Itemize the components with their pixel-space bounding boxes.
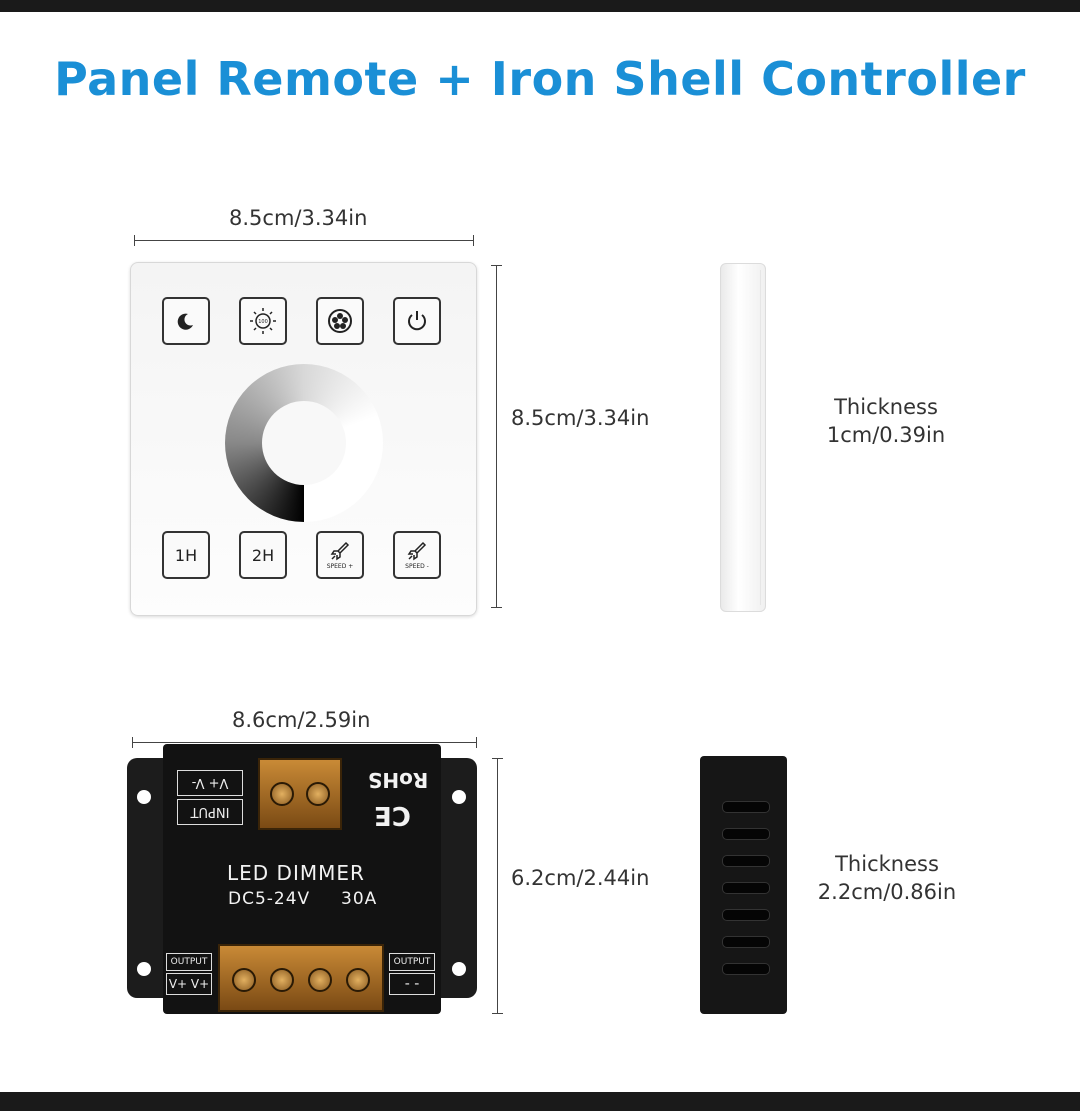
panel-thickness-value: 1cm/0.39in [826, 423, 946, 447]
terminal-screw [308, 968, 332, 992]
color-temperature-ring [225, 364, 383, 522]
timer-1h-button: 1H [162, 531, 210, 579]
panel-thickness-label: Thickness [834, 395, 938, 419]
controller-thickness-value: 2.2cm/0.86in [817, 880, 957, 904]
power-icon [408, 311, 426, 331]
speed-up-label: SPEED + [326, 563, 354, 570]
vent-slot [722, 855, 770, 867]
speed-down-label: SPEED - [405, 563, 429, 570]
panel-remote-front: 100 1H 2H SPEED + SPEED - [130, 262, 477, 616]
rocket-icon [330, 541, 350, 561]
controller-side [700, 756, 787, 1014]
speed-down-button: SPEED - [393, 531, 441, 579]
top-bar [0, 0, 1080, 12]
timer-1h-label: 1H [174, 545, 198, 565]
speed-up-button: SPEED + [316, 531, 364, 579]
timer-2h-button: 2H [239, 531, 287, 579]
vent-slot [722, 801, 770, 813]
bottom-bar [0, 1092, 1080, 1111]
timer-2h-label: 2H [251, 545, 275, 565]
ce-mark: CE [374, 800, 411, 830]
flower-icon [328, 309, 352, 333]
power-button [393, 297, 441, 345]
input-terminal-block [258, 758, 342, 830]
panel-width-label: 8.5cm/3.34in [229, 206, 368, 230]
mount-hole [137, 790, 151, 804]
input-terminal-label: V+ V- [177, 770, 243, 796]
mode-button [316, 297, 364, 345]
controller-width-label: 8.6cm/2.59in [232, 708, 371, 732]
vent-slot [722, 882, 770, 894]
output-label-right: OUTPUT [389, 953, 435, 971]
sun-icon: 100 [250, 308, 276, 334]
output-terminal-block [218, 944, 384, 1012]
mount-hole [452, 790, 466, 804]
controller-thickness-label: Thickness [835, 852, 939, 876]
terminal-screw [270, 782, 294, 806]
controller-width-line [132, 737, 477, 748]
panel-height-line [491, 265, 502, 608]
controller-name: LED DIMMER [227, 861, 365, 885]
vent-slot [722, 828, 770, 840]
night-mode-button [162, 297, 210, 345]
terminal-screw [346, 968, 370, 992]
panel-width-line [134, 235, 474, 246]
controller-current: 30A [341, 889, 378, 909]
panel-remote-side [720, 263, 766, 612]
vent-slot [722, 963, 770, 975]
vent-slot [722, 936, 770, 948]
brightness-100-button: 100 [239, 297, 287, 345]
input-label: INPUT [177, 799, 243, 825]
brightness-value: 100 [258, 319, 268, 325]
moon-icon [177, 313, 193, 330]
panel-height-label: 8.5cm/3.34in [511, 406, 650, 430]
terminal-screw [232, 968, 256, 992]
controller-height-label: 6.2cm/2.44in [511, 866, 650, 890]
controller-height-line [492, 758, 503, 1014]
output-label-left: OUTPUT [166, 953, 212, 971]
controller-thickness: Thickness 2.2cm/0.86in [787, 850, 987, 906]
panel-thickness: Thickness 1cm/0.39in [786, 393, 986, 449]
mount-hole [452, 962, 466, 976]
mount-hole [137, 962, 151, 976]
page-title: Panel Remote + Iron Shell Controller [54, 52, 1026, 106]
output-terminals-left: V+ V+ [166, 973, 212, 995]
terminal-screw [270, 968, 294, 992]
rohs-mark: RoHS [368, 768, 429, 792]
terminal-screw [306, 782, 330, 806]
vent-slot [722, 909, 770, 921]
rocket-icon [407, 541, 427, 561]
controller-voltage: DC5-24V [228, 889, 311, 909]
output-terminals-right: - - [389, 973, 435, 995]
